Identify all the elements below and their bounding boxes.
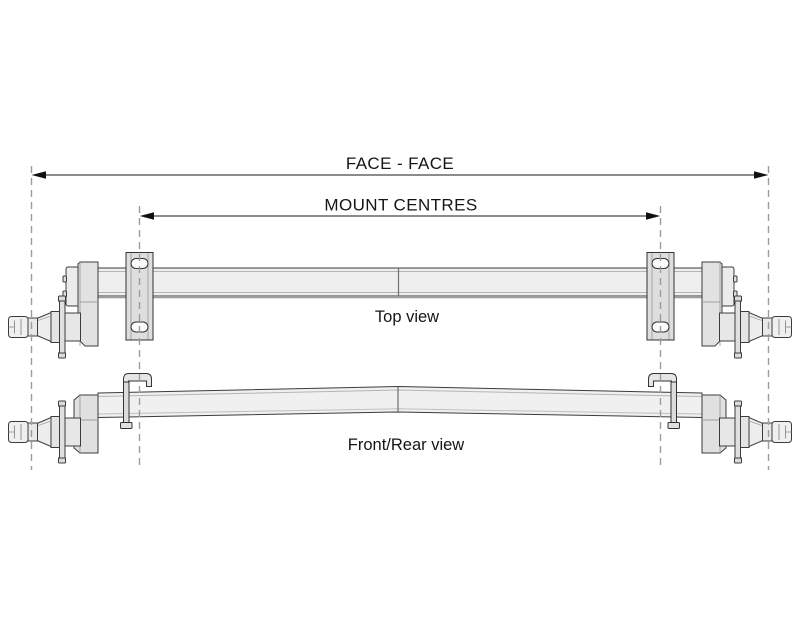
mount-centres-label: MOUNT CENTRES: [324, 196, 477, 215]
mount-centres-arrow-left: [139, 212, 154, 220]
spindle-left-front-view: [8, 400, 81, 464]
mount-centres-dimension: MOUNT CENTRES: [139, 196, 661, 220]
face-face-label: FACE - FACE: [346, 154, 454, 173]
spindle-right-front-view: [719, 400, 792, 464]
axle-beam-top-view: [95, 267, 705, 299]
face-face-arrow-right: [754, 171, 769, 179]
axle-beam-front-view: [97, 385, 703, 419]
mount-centres-arrow-right: [646, 212, 661, 220]
top-view-label: Top view: [375, 308, 439, 326]
face-face-dimension: FACE - FACE: [31, 154, 769, 179]
top-view: Top view: [8, 252, 792, 359]
reference-centrelines: [30, 166, 770, 470]
front-rear-view-label: Front/Rear view: [348, 436, 465, 454]
face-face-arrow-left: [31, 171, 46, 179]
front-rear-view: Front/Rear view: [8, 373, 792, 464]
